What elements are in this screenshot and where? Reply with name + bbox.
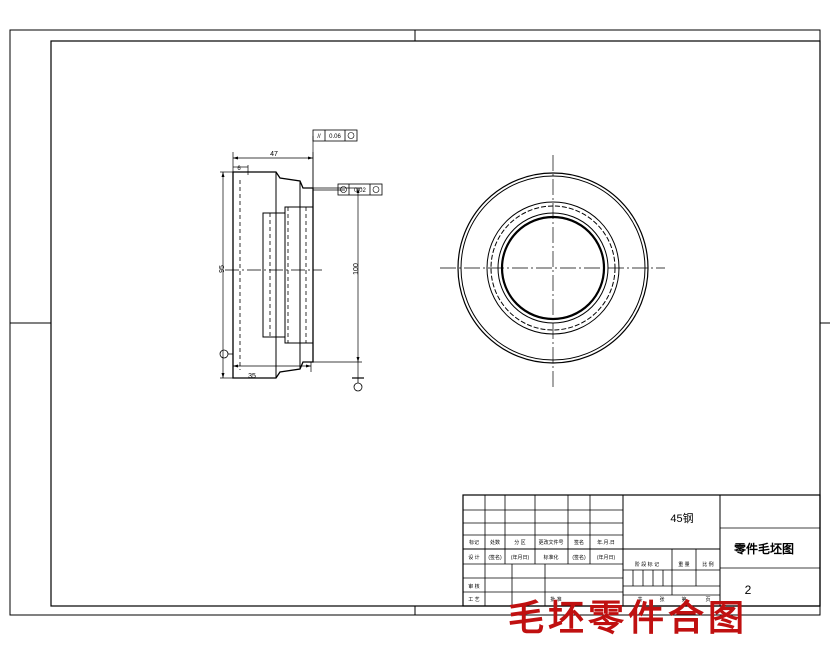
dim-right-diameter: 100 bbox=[353, 263, 360, 275]
label-page: 页 bbox=[705, 597, 710, 603]
label-design-sign: (签名) bbox=[488, 554, 502, 561]
part-outline bbox=[232, 171, 314, 379]
label-change-doc: 更改文件号 bbox=[538, 539, 563, 546]
runout-symbol-icon bbox=[340, 186, 347, 193]
label-approve: 批 准 bbox=[550, 596, 561, 603]
end-view bbox=[440, 155, 665, 390]
label-standard-date: (年月日) bbox=[597, 554, 616, 561]
title-block bbox=[462, 494, 821, 607]
parallelism-frame: // 0.06 bbox=[312, 129, 358, 142]
label-count: 处数 bbox=[490, 539, 500, 546]
label-mark: 标记 bbox=[469, 539, 479, 546]
watermark-caption: 毛坯零件合图 bbox=[508, 598, 748, 638]
label-no: 第 bbox=[681, 596, 686, 603]
label-zone: 分 区 bbox=[514, 539, 525, 546]
parallelism-symbol: // bbox=[317, 134, 321, 140]
section-view bbox=[225, 171, 322, 379]
sheet-frame bbox=[9, 29, 830, 616]
label-standard: 标准化 bbox=[543, 554, 558, 561]
label-sign: 签名 bbox=[574, 539, 584, 546]
dim-bottom-length: 35 bbox=[248, 373, 256, 380]
dim-overall-length: 47 bbox=[270, 151, 278, 158]
runout-datum-icon bbox=[372, 186, 380, 193]
label-process: 工 艺 bbox=[468, 597, 479, 603]
datum-left-icon bbox=[219, 349, 229, 359]
bore-rect-left bbox=[262, 212, 286, 338]
label-total: 共 bbox=[637, 596, 642, 603]
runout-frame: 0.02 bbox=[337, 183, 383, 196]
dimension-texts: 47 6 35 95 100 bbox=[219, 151, 360, 380]
sheet-number: 2 bbox=[745, 583, 752, 597]
label-weight: 重 量 bbox=[678, 561, 689, 568]
dim-small-step: 6 bbox=[237, 166, 241, 172]
dimension-arrows bbox=[221, 156, 360, 378]
drawing-title: 零件毛坯图 bbox=[733, 541, 794, 556]
dim-left-diameter: 95 bbox=[219, 265, 226, 273]
label-scale: 比 例 bbox=[702, 561, 713, 568]
bore-rect-right bbox=[284, 206, 314, 344]
parallelism-value: 0.06 bbox=[329, 134, 341, 140]
datum-bottom-icon bbox=[353, 382, 363, 392]
label-date: 年.月.日 bbox=[597, 539, 615, 546]
label-review: 审 核 bbox=[468, 583, 479, 590]
label-sheets: 张 bbox=[659, 596, 664, 603]
runout-value: 0.02 bbox=[354, 188, 366, 194]
material-label: 45钢 bbox=[670, 512, 693, 525]
label-standard-sign: (签名) bbox=[572, 554, 586, 561]
title-block-texts: 45钢 零件毛坯图 2 标记 处数 分 区 更改文件号 签名 年.月.日 设 计… bbox=[468, 512, 794, 603]
datum-symbols bbox=[219, 349, 363, 392]
parallelism-datum-icon bbox=[347, 132, 355, 139]
label-design-date: (年月日) bbox=[511, 554, 530, 561]
label-design: 设 计 bbox=[468, 554, 479, 561]
label-stage: 阶 段 标 记 bbox=[635, 561, 659, 568]
